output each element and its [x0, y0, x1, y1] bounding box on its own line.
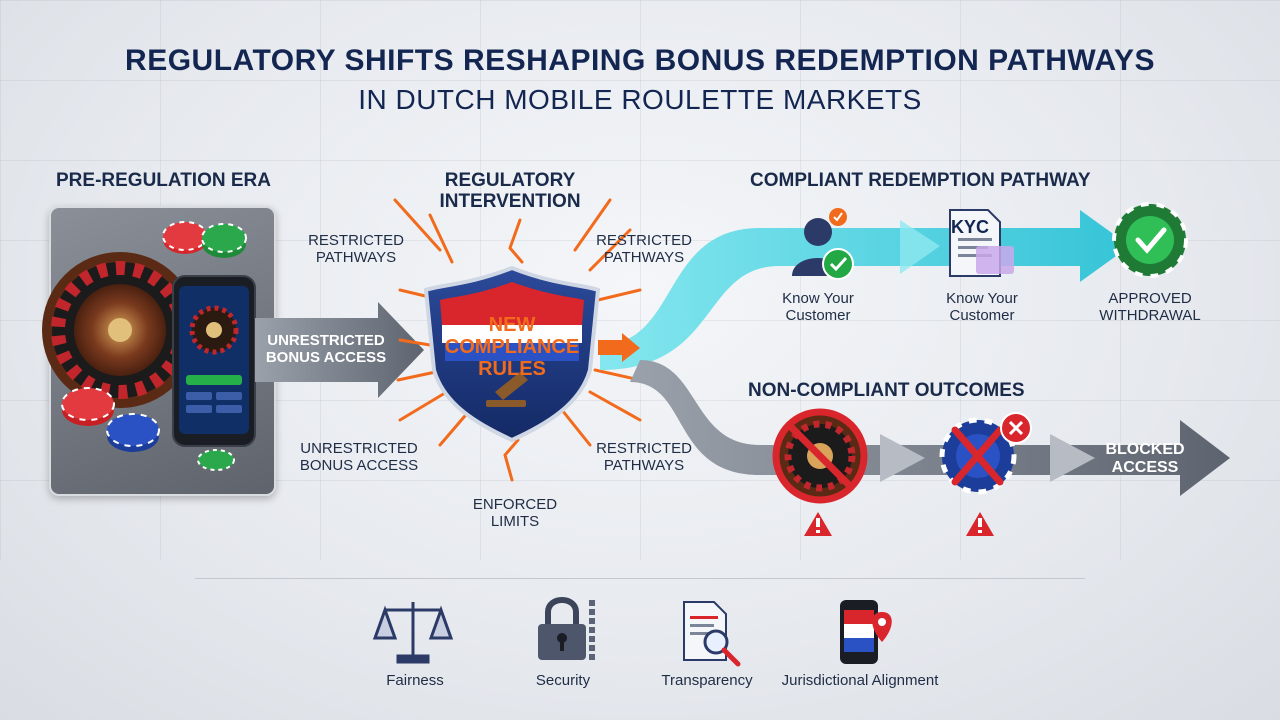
restricted-pathways-top-right: RESTRICTED PATHWAYS — [584, 232, 704, 266]
warning-icon — [804, 512, 832, 536]
page-title: REGULATORY SHIFTS RESHAPING BONUS REDEMP… — [125, 44, 1155, 77]
step1-line2: Customer — [785, 307, 851, 324]
step1-label: Know Your Customer — [758, 290, 878, 324]
enforced-limits-label: ENFORCED LIMITS — [455, 496, 575, 530]
compliance-shield-icon — [423, 265, 601, 443]
roulette-wheel-icon — [42, 252, 198, 408]
step3-label: APPROVED WITHDRAWAL — [1085, 290, 1215, 324]
bl-line2: BONUS ACCESS — [299, 457, 419, 474]
step2-line1: Know Your — [946, 290, 1018, 307]
step2-line2: Customer — [949, 307, 1015, 324]
page-subtitle: IN DUTCH MOBILE ROULETTE MARKETS — [358, 84, 922, 115]
intervention-title-line2: INTERVENTION — [439, 191, 581, 212]
prohibited-roulette-icon — [772, 408, 868, 504]
arrow-label-line1: UNRESTRICTED — [267, 332, 385, 349]
tr-line1: RESTRICTED — [596, 232, 692, 249]
regulatory-burst-lines — [393, 198, 642, 482]
blocked-chip-icon — [939, 412, 1032, 495]
unrestricted-access-arrow — [255, 302, 424, 398]
kyc-badge: KYC — [950, 217, 989, 237]
principle-label-fairness: Fairness — [386, 672, 444, 689]
pre-regulation-title: PRE-REGULATION ERA — [56, 170, 271, 191]
kyc-document-icon — [949, 209, 1014, 277]
step3-line2: WITHDRAWAL — [1099, 307, 1201, 324]
unrestricted-bonus-bottom-left: UNRESTRICTED BONUS ACCESS — [294, 440, 424, 474]
step3-line1: APPROVED — [1108, 290, 1192, 307]
unrestricted-arrow-label: UNRESTRICTED BONUS ACCESS — [262, 332, 390, 366]
tl-line1: RESTRICTED — [308, 232, 404, 249]
step2-label: Know Your Customer — [922, 290, 1042, 324]
phone-location-icon — [840, 600, 892, 664]
bottom-line1: ENFORCED — [472, 496, 558, 513]
compliant-pathway-title: COMPLIANT REDEMPTION PATHWAY — [750, 170, 1091, 191]
scales-icon — [372, 602, 454, 664]
intervention-title: REGULATORY INTERVENTION — [420, 170, 600, 212]
mobile-phone-icon — [172, 275, 256, 447]
principle-label-security: Security — [535, 672, 591, 689]
intervention-title-line1: REGULATORY — [444, 170, 576, 191]
orange-flow-arrow — [598, 333, 640, 362]
casino-chips-icon — [61, 221, 247, 471]
approved-check-icon — [1112, 202, 1188, 278]
tl-line2: PATHWAYS — [315, 249, 397, 266]
shield-line1: NEW — [488, 314, 536, 336]
person-verified-icon — [792, 208, 854, 280]
step1-line1: Know Your — [782, 290, 854, 307]
principle-label-jurisdictional: Jurisdictional Alignment — [781, 672, 939, 689]
padlock-icon — [538, 597, 595, 660]
warning-icon — [966, 512, 994, 536]
shield-line2: COMPLIANCE — [444, 336, 580, 358]
restricted-pathways-bottom-right: RESTRICTED PATHWAYS — [584, 440, 704, 474]
tr-line2: PATHWAYS — [603, 249, 685, 266]
shield-text: NEW COMPLIANCE RULES — [442, 314, 582, 380]
arrow-label-line2: BONUS ACCESS — [265, 349, 387, 366]
br-line1: RESTRICTED — [596, 440, 692, 457]
blocked-line2: ACCESS — [1111, 459, 1179, 476]
br-line2: PATHWAYS — [603, 457, 685, 474]
bottom-divider — [195, 578, 1085, 579]
restricted-pathways-top-left: RESTRICTED PATHWAYS — [296, 232, 416, 266]
shield-line3: RULES — [478, 358, 546, 380]
bl-line1: UNRESTRICTED — [300, 440, 418, 457]
document-search-icon — [683, 601, 741, 667]
non-compliant-title: NON-COMPLIANT OUTCOMES — [748, 380, 1025, 401]
blocked-line1: BLOCKED — [1105, 441, 1185, 458]
principle-label-transparency: Transparency — [661, 672, 753, 689]
blocked-access-label: BLOCKED ACCESS — [1100, 441, 1190, 477]
bottom-line2: LIMITS — [490, 513, 540, 530]
